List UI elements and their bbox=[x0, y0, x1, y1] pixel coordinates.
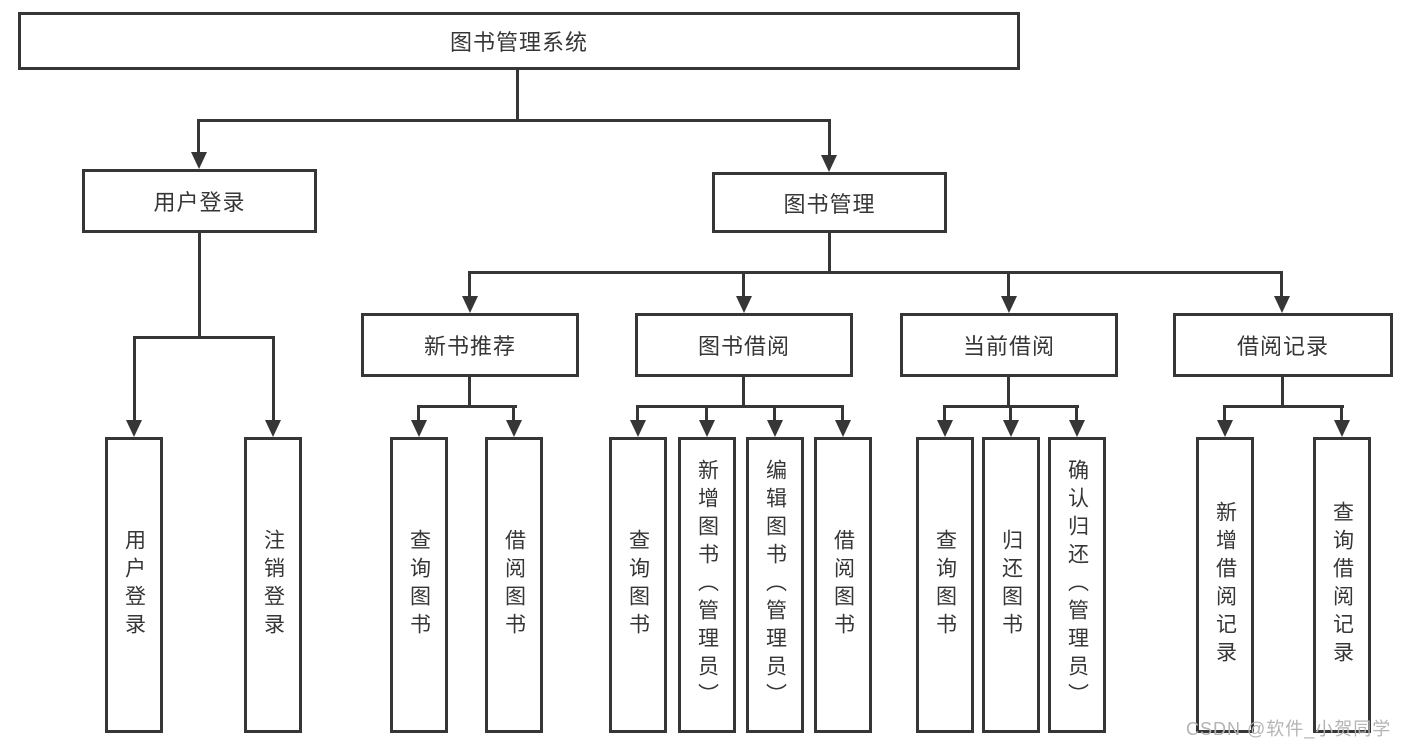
connector-drop bbox=[773, 405, 776, 421]
connector-drop bbox=[943, 405, 946, 421]
arrowhead-down-icon bbox=[265, 420, 281, 437]
connector-stem bbox=[828, 233, 831, 271]
connector-drop bbox=[512, 405, 515, 421]
arrowhead-down-icon bbox=[1001, 296, 1017, 313]
node-label: 新书推荐 bbox=[423, 334, 516, 359]
connector-drop bbox=[1280, 271, 1283, 296]
csdn-watermark: CSDN @软件_小贺同学 bbox=[1186, 719, 1392, 739]
node-label: 归还图书 bbox=[999, 529, 1023, 641]
arrowhead-down-icon bbox=[1069, 420, 1085, 437]
arrowhead-down-icon bbox=[630, 420, 646, 437]
connector-stem bbox=[468, 377, 471, 405]
connector-drop bbox=[1007, 271, 1010, 296]
node-label: 新增借阅记录 bbox=[1213, 501, 1237, 669]
arrowhead-down-icon bbox=[411, 420, 427, 437]
connector-rail bbox=[468, 271, 1283, 274]
node-label: 图书管理系统 bbox=[449, 30, 588, 55]
arrowhead-down-icon bbox=[506, 420, 522, 437]
node-borrow-books-recommend: 借阅图书 bbox=[485, 437, 543, 733]
node-add-books-admin: 新增图书（管理员） bbox=[678, 437, 736, 733]
connector-rail bbox=[636, 405, 844, 408]
connector-root-rail bbox=[197, 119, 831, 122]
node-query-books-borrow: 查询图书 bbox=[609, 437, 667, 733]
node-label: 借阅图书 bbox=[831, 529, 855, 641]
arrowhead-down-icon bbox=[736, 296, 752, 313]
node-borrowing-records: 借阅记录 bbox=[1173, 313, 1393, 377]
connector-stem bbox=[198, 233, 201, 336]
node-label: 图书管理 bbox=[783, 191, 876, 217]
connector-drop bbox=[133, 336, 136, 420]
node-label: 当前借阅 bbox=[962, 334, 1055, 359]
node-book-management: 图书管理 bbox=[712, 172, 947, 233]
arrowhead-down-icon bbox=[1217, 420, 1233, 437]
connector-drop bbox=[197, 119, 200, 152]
arrowhead-down-icon bbox=[937, 420, 953, 437]
arrowhead-down-icon bbox=[1274, 296, 1290, 313]
connector-drop bbox=[1340, 405, 1343, 421]
node-label: 确认归还（管理员） bbox=[1065, 459, 1089, 711]
node-label: 查询图书 bbox=[407, 529, 431, 641]
node-label: 编辑图书（管理员） bbox=[763, 459, 787, 711]
arrowhead-down-icon bbox=[821, 155, 837, 172]
connector-drop bbox=[841, 405, 844, 421]
node-label: 新增图书（管理员） bbox=[695, 459, 719, 711]
node-label: 用户登录 bbox=[153, 190, 246, 215]
connector-drop bbox=[1223, 405, 1226, 421]
node-query-books-recommend: 查询图书 bbox=[390, 437, 448, 733]
node-label: 图书借阅 bbox=[697, 334, 790, 359]
connector-drop bbox=[705, 405, 708, 421]
node-label: 查询借阅记录 bbox=[1330, 501, 1354, 669]
connector-stem bbox=[1281, 377, 1284, 405]
node-borrow-books-borrow: 借阅图书 bbox=[814, 437, 872, 733]
arrowhead-down-icon bbox=[1003, 420, 1019, 437]
arrowhead-down-icon bbox=[126, 420, 142, 437]
connector-drop bbox=[828, 119, 831, 155]
connector-drop bbox=[636, 405, 639, 421]
connector-stem bbox=[1007, 377, 1010, 405]
node-current-borrowing: 当前借阅 bbox=[900, 313, 1118, 377]
arrowhead-down-icon bbox=[462, 296, 478, 313]
arrowhead-down-icon bbox=[191, 152, 207, 169]
node-new-book-recommendation: 新书推荐 bbox=[361, 313, 579, 377]
node-label: 查询图书 bbox=[626, 529, 650, 641]
connector-stem bbox=[742, 377, 745, 405]
node-edit-books-admin: 编辑图书（管理员） bbox=[746, 437, 804, 733]
node-book-borrowing: 图书借阅 bbox=[635, 313, 853, 377]
connector-drop bbox=[742, 271, 745, 296]
connector-root-stem bbox=[516, 70, 519, 119]
node-confirm-return-admin: 确认归还（管理员） bbox=[1048, 437, 1106, 733]
arrowhead-down-icon bbox=[835, 420, 851, 437]
node-label: 查询图书 bbox=[933, 529, 957, 641]
arrowhead-down-icon bbox=[699, 420, 715, 437]
node-user-login: 用户登录 bbox=[82, 169, 317, 233]
node-label: 借阅记录 bbox=[1236, 334, 1329, 359]
connector-drop bbox=[468, 271, 471, 296]
node-query-borrow-record: 查询借阅记录 bbox=[1313, 437, 1371, 733]
node-logout: 注销登录 bbox=[244, 437, 302, 733]
arrowhead-down-icon bbox=[1334, 420, 1350, 437]
node-label: 用户登录 bbox=[122, 529, 146, 641]
connector-drop bbox=[272, 336, 275, 420]
node-label: 注销登录 bbox=[261, 529, 285, 641]
node-query-books-current: 查询图书 bbox=[916, 437, 974, 733]
arrowhead-down-icon bbox=[767, 420, 783, 437]
connector-drop bbox=[1009, 405, 1012, 421]
connector-rail bbox=[133, 336, 275, 339]
connector-rail bbox=[1223, 405, 1344, 408]
node-label: 借阅图书 bbox=[502, 529, 526, 641]
node-add-borrow-record: 新增借阅记录 bbox=[1196, 437, 1254, 733]
connector-drop bbox=[1075, 405, 1078, 421]
connector-drop bbox=[417, 405, 420, 421]
node-user-login-action: 用户登录 bbox=[105, 437, 163, 733]
connector-rail bbox=[417, 405, 517, 408]
node-library-management-system: 图书管理系统 bbox=[18, 12, 1020, 70]
node-return-books: 归还图书 bbox=[982, 437, 1040, 733]
